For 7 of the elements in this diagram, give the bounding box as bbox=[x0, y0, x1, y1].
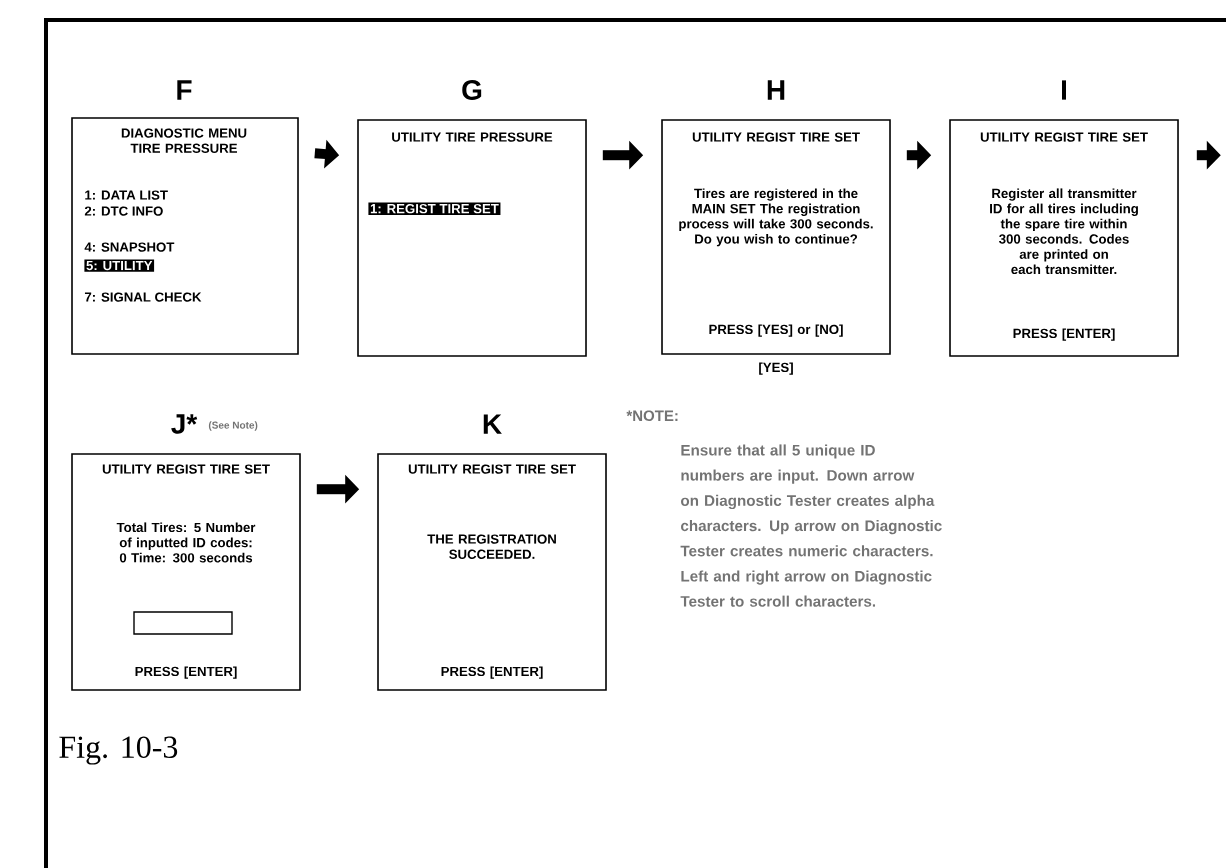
screen-letter: G bbox=[462, 80, 482, 100]
screen-letter: H bbox=[767, 80, 785, 100]
screen-letter: J* bbox=[171, 414, 198, 434]
screen-letter: I bbox=[1062, 80, 1066, 100]
screen-letter: F bbox=[177, 80, 192, 100]
figure-caption: Fig. 10-3 bbox=[59, 736, 178, 765]
screen-letter: K bbox=[483, 414, 502, 434]
